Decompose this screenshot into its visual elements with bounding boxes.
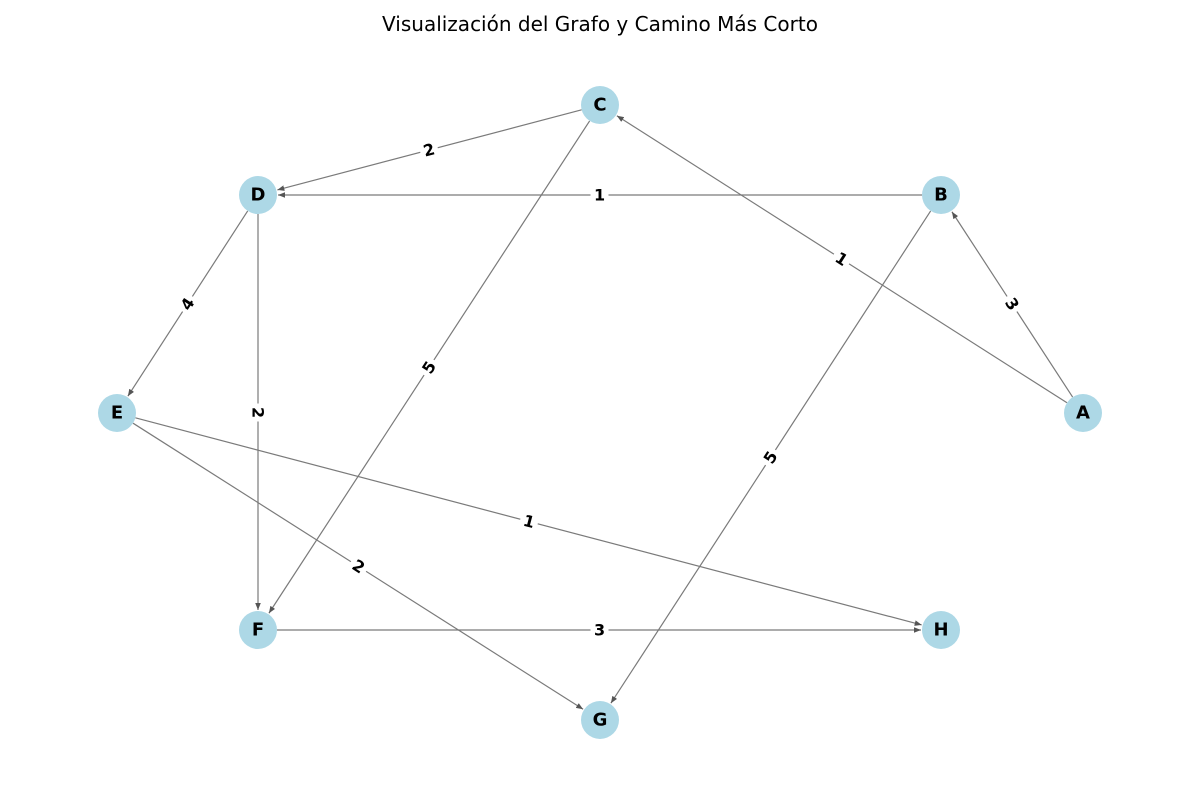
nodes-layer: A B C D E F G H — [98, 86, 1102, 739]
edge-weight-group: 1 — [517, 509, 541, 534]
node-label-G: G — [593, 710, 608, 731]
edge-weight-group: 4 — [174, 291, 201, 317]
node-G — [581, 701, 619, 739]
node-label-C: C — [593, 95, 606, 116]
edge-weight-background — [998, 291, 1026, 317]
edge-weight-background — [248, 403, 268, 422]
edge-weight-background — [590, 620, 609, 640]
node-label-A: A — [1076, 403, 1090, 424]
edge-labels-layer: 3 1 1 5 2 5 4 2 2 1 3 — [174, 138, 1026, 640]
edge-weight-group: 3 — [590, 620, 609, 640]
node-E — [98, 394, 136, 432]
node-label-D: D — [251, 185, 266, 206]
node-label-F: F — [252, 620, 264, 641]
graph-title: Visualización del Grafo y Camino Más Cor… — [382, 12, 818, 36]
node-C — [581, 86, 619, 124]
edge-weight-group: 1 — [828, 245, 855, 273]
edge-weight-E-H: 1 — [521, 511, 537, 532]
node-label-H: H — [933, 620, 948, 641]
edge-weight-background — [828, 245, 855, 273]
edge-weight-group: 2 — [345, 553, 372, 580]
edge-weight-B-D: 1 — [594, 186, 605, 205]
edge-weight-C-D: 2 — [421, 139, 437, 160]
edge-weight-background — [517, 509, 541, 534]
edge-weight-background — [174, 291, 201, 317]
edge-weight-background — [757, 444, 784, 471]
edge-weight-background — [345, 553, 372, 580]
edge-weight-group: 5 — [415, 354, 443, 381]
edge-weight-background — [590, 185, 609, 205]
edge-weight-group: 5 — [757, 444, 784, 471]
edge-weight-F-H: 3 — [594, 621, 605, 640]
edge-weight-D-F: 2 — [249, 407, 268, 418]
node-H — [922, 611, 960, 649]
node-D — [239, 176, 277, 214]
edge-weight-group: 3 — [998, 291, 1026, 317]
edge-weight-group: 1 — [590, 185, 609, 205]
node-label-E: E — [111, 403, 123, 424]
node-F — [239, 611, 277, 649]
node-label-B: B — [934, 185, 948, 206]
node-A — [1064, 394, 1102, 432]
edge-weight-background — [417, 138, 441, 162]
edge-weight-background — [415, 354, 443, 381]
edge-weight-group: 2 — [248, 403, 268, 422]
node-B — [922, 176, 960, 214]
edge-weight-group: 2 — [417, 138, 441, 162]
